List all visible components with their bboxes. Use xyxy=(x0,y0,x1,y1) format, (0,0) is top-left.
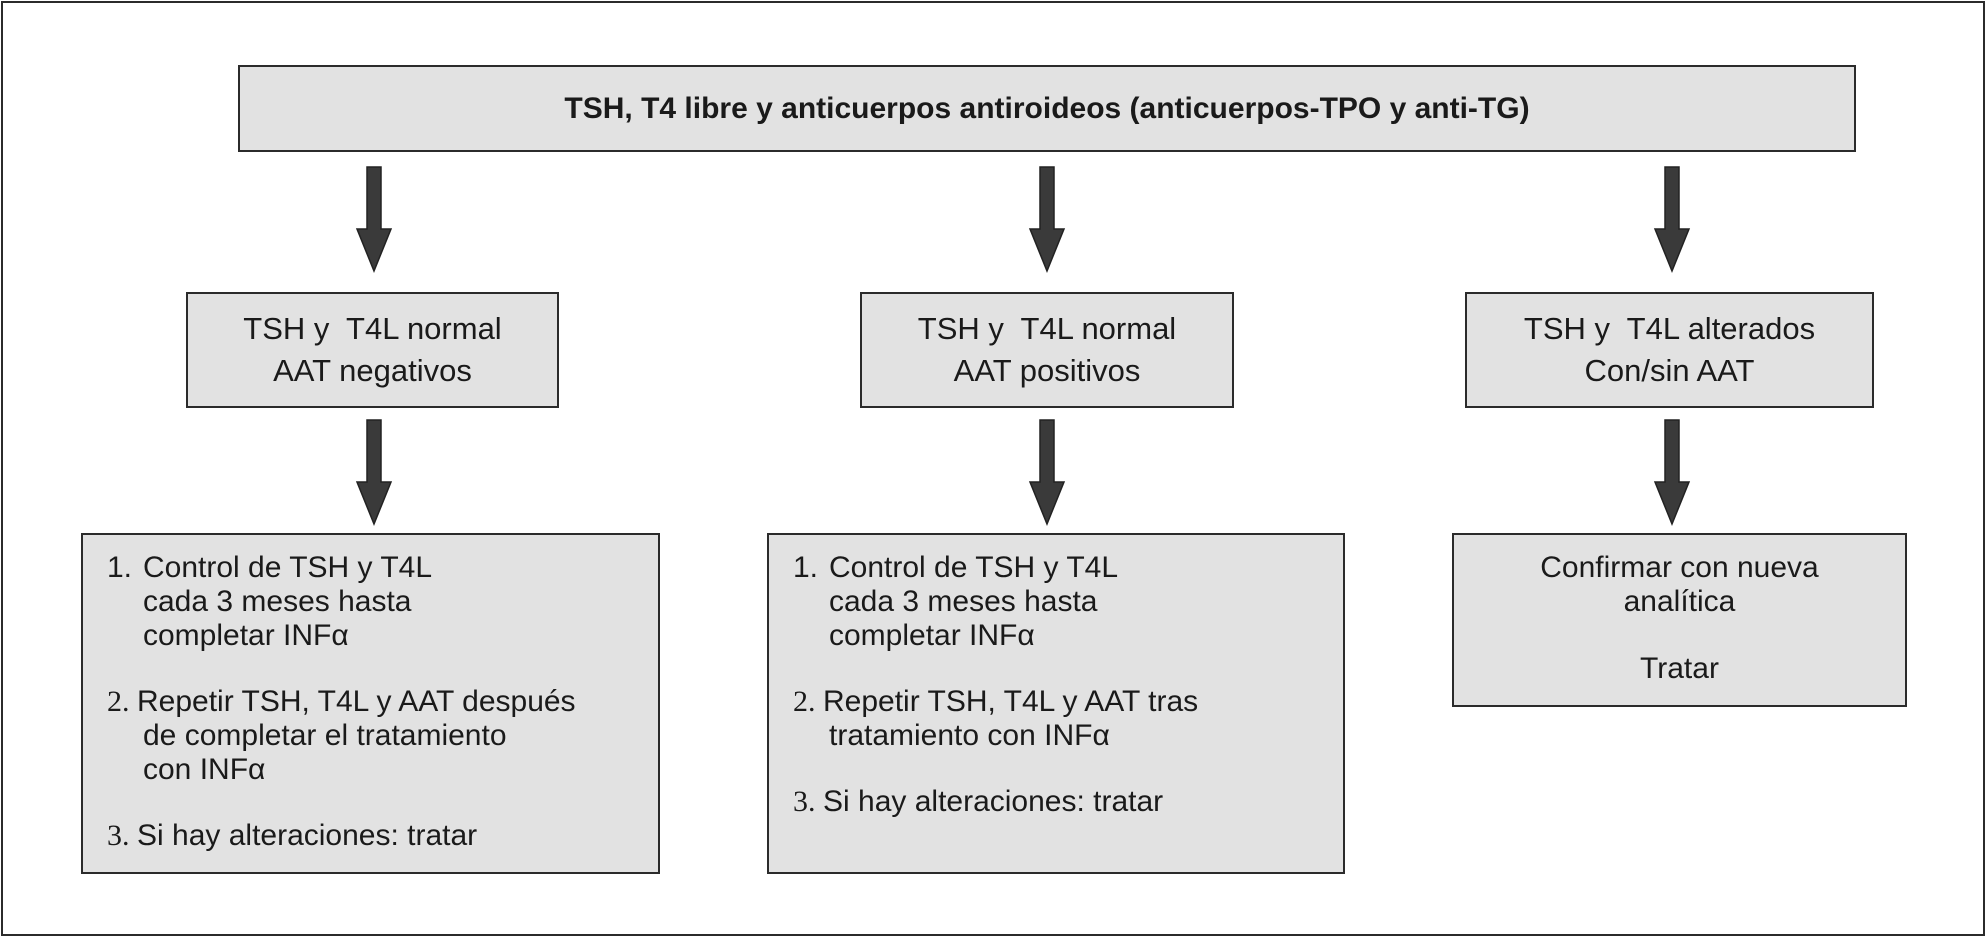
action-line: Si hay alteraciones: tratar xyxy=(823,785,1164,818)
root-node: TSH, T4 libre y anticuerpos antiroideos … xyxy=(238,65,1856,152)
condition-node-altered: TSH y T4L alterados Con/sin AAT xyxy=(1465,292,1874,408)
arrow-down-icon xyxy=(1028,419,1066,526)
action-item: 2. Repetir TSH, T4L y AAT después de com… xyxy=(107,685,634,787)
action-number: 1. xyxy=(107,551,133,584)
action-line: cada 3 meses hasta xyxy=(143,585,412,618)
action-number: 3. xyxy=(793,785,816,818)
action-number: 2. xyxy=(793,685,816,718)
outcome-line-2: analítica xyxy=(1623,585,1736,618)
condition-line-2: Con/sin AAT xyxy=(1584,353,1755,388)
arrow-down-icon xyxy=(355,419,393,526)
action-line: Si hay alteraciones: tratar xyxy=(137,819,478,852)
action-item: 1. Control de TSH y T4L cada 3 meses has… xyxy=(793,551,1319,653)
action-line: cada 3 meses hasta xyxy=(829,585,1098,618)
action-number: 1. xyxy=(793,551,819,584)
action-line: Repetir TSH, T4L y AAT tras xyxy=(823,685,1199,718)
outcome-line-1: Confirmar con nueva xyxy=(1540,551,1819,584)
spacer xyxy=(1454,619,1905,652)
action-line: completar INFα xyxy=(829,619,1035,652)
action-line: Repetir TSH, T4L y AAT después xyxy=(137,685,576,718)
condition-line-1: TSH y T4L normal xyxy=(243,311,502,346)
condition-line-1: TSH y T4L normal xyxy=(917,311,1177,346)
outcome-node-altered: Confirmar con nueva analítica Tratar xyxy=(1452,533,1907,707)
condition-line-2: AAT negativos xyxy=(273,353,472,388)
condition-node-normal-negative: TSH y T4L normal AAT negativos xyxy=(186,292,559,408)
arrow-down-icon xyxy=(355,166,393,273)
action-line: completar INFα xyxy=(143,619,349,652)
action-item: 1. Control de TSH y T4L cada 3 meses has… xyxy=(107,551,634,653)
action-line: Control de TSH y T4L xyxy=(829,551,1119,584)
actions-node-normal-negative: 1. Control de TSH y T4L cada 3 meses has… xyxy=(81,533,660,874)
action-line: tratamiento con INFα xyxy=(829,719,1110,752)
root-label: TSH, T4 libre y anticuerpos antiroideos … xyxy=(564,91,1530,125)
condition-node-normal-positive: TSH y T4L normal AAT positivos xyxy=(860,292,1234,408)
action-line: con INFα xyxy=(143,753,266,786)
arrow-down-icon xyxy=(1028,166,1066,273)
action-item: 2. Repetir TSH, T4L y AAT tras tratamien… xyxy=(793,685,1319,753)
action-line: de completar el tratamiento xyxy=(143,719,507,752)
arrow-down-icon xyxy=(1653,166,1691,273)
action-item: 3. Si hay alteraciones: tratar xyxy=(793,785,1319,819)
action-line: Control de TSH y T4L xyxy=(143,551,433,584)
action-item: 3. Si hay alteraciones: tratar xyxy=(107,819,634,853)
condition-line-1: TSH y T4L alterados xyxy=(1523,311,1816,346)
arrow-down-icon xyxy=(1653,419,1691,526)
action-number: 2. xyxy=(107,685,130,718)
outcome-line-3: Tratar xyxy=(1640,652,1719,685)
action-number: 3. xyxy=(107,819,130,852)
condition-line-2: AAT positivos xyxy=(953,353,1141,388)
actions-node-normal-positive: 1. Control de TSH y T4L cada 3 meses has… xyxy=(767,533,1345,874)
